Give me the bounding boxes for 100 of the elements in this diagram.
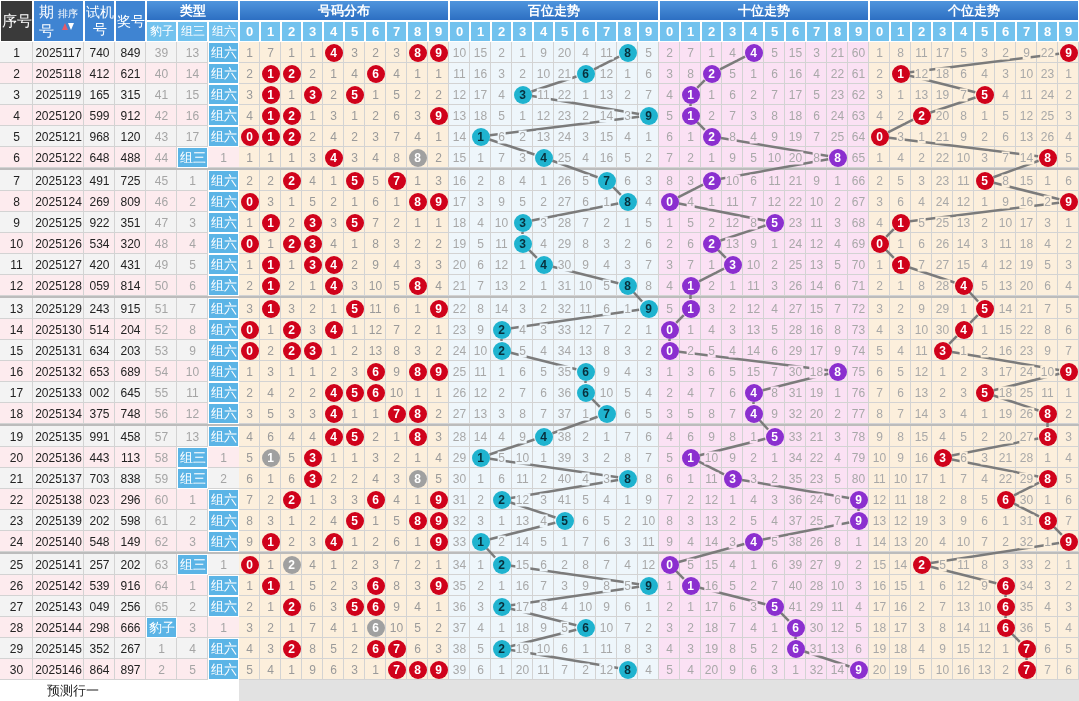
miss-count: 11	[473, 365, 488, 378]
test-number: 548	[88, 535, 111, 548]
miss-count: 3	[581, 451, 590, 464]
column-header: 7	[596, 21, 617, 42]
miss-count: 9	[392, 600, 401, 613]
miss-count: 4	[917, 195, 926, 208]
miss-count: 3	[665, 258, 674, 271]
miss-count: 6	[896, 386, 905, 399]
miss-count: 1	[308, 279, 317, 292]
miss-count: 5	[980, 279, 989, 292]
miss-count: 3	[980, 237, 989, 250]
miss-count: 2	[980, 430, 989, 443]
miss-count: 5	[392, 279, 401, 292]
miss-count: 1	[581, 642, 590, 655]
miss-count: 1	[350, 323, 359, 336]
miss-count: 1	[791, 663, 800, 676]
miss-count: 3	[413, 258, 422, 271]
type-tag: 组三	[177, 468, 208, 489]
miss-count: 7	[1001, 151, 1010, 164]
miss-count: 2	[518, 130, 527, 143]
miss-count: 8	[959, 493, 968, 506]
miss-count: 1	[623, 302, 632, 315]
miss-count: 6	[602, 535, 611, 548]
miss-count: 7	[308, 621, 317, 634]
miss-count: 4	[560, 600, 569, 613]
miss-count: 3	[623, 258, 632, 271]
miss-count: 3	[413, 109, 422, 122]
miss-count: 8	[308, 642, 317, 655]
trend-line	[909, 201, 1060, 223]
miss-count: 6	[749, 663, 758, 676]
miss-count: 9	[539, 46, 548, 59]
type-tag: 组六	[208, 84, 239, 105]
column-header: 5	[554, 21, 575, 42]
miss-count: 5	[770, 323, 779, 336]
miss-count: 3	[644, 642, 653, 655]
miss-count: 4	[413, 130, 422, 143]
miss-count: 2	[875, 174, 884, 187]
miss-count: 6	[1064, 174, 1073, 187]
row-number: 2	[12, 67, 21, 80]
miss-count: 1	[350, 451, 359, 464]
miss-count: 2	[413, 323, 422, 336]
miss-count: 1	[434, 67, 443, 80]
type-tag: 组六	[208, 191, 239, 212]
miss-count: 3	[875, 88, 884, 101]
test-number: 534	[88, 237, 111, 250]
miss-count: 5	[749, 642, 758, 655]
miss-count: 3	[875, 302, 884, 315]
column-header: 8	[617, 21, 638, 42]
draw-number: 916	[119, 579, 142, 592]
miss-count: 3	[665, 407, 674, 420]
column-header: 5	[974, 21, 995, 42]
column-header: 8	[407, 21, 428, 42]
miss-count: 6	[833, 279, 842, 292]
column-header: 7	[386, 21, 407, 42]
miss-count: 4	[833, 451, 842, 464]
miss-count: 8	[581, 558, 590, 571]
miss-count: 2	[896, 302, 905, 315]
miss-count: 1	[476, 558, 485, 571]
type-tag: 组六	[208, 63, 239, 84]
column-header: 4	[533, 21, 554, 42]
miss-count: 2	[245, 600, 254, 613]
type-tag: 组六	[208, 382, 239, 403]
miss-count: 1	[245, 365, 254, 378]
miss-count: 2	[1064, 407, 1073, 420]
miss-count: 7	[728, 109, 737, 122]
miss-count: 1	[287, 365, 296, 378]
row-number: 3	[12, 88, 21, 101]
miss-count: 6	[266, 430, 275, 443]
miss-count: 4	[1064, 130, 1073, 143]
miss-count: 2	[308, 130, 317, 143]
miss-count: 7	[917, 258, 926, 271]
miss-count: 5	[1064, 472, 1073, 485]
miss-count: 5	[560, 621, 569, 634]
column-header: 7	[806, 21, 827, 42]
miss-count: 6	[560, 642, 569, 655]
miss-count: 3	[350, 493, 359, 506]
type-tag: 豹子	[146, 617, 177, 638]
miss-count: 2	[434, 151, 443, 164]
miss-count: 6	[665, 472, 674, 485]
miss-count: 2	[245, 174, 254, 187]
miss-count: 2	[980, 130, 989, 143]
miss-count: 2	[1043, 558, 1052, 571]
miss-count: 1	[959, 344, 968, 357]
column-header: 8	[827, 21, 848, 42]
miss-count: 1	[350, 195, 359, 208]
column-header: 0	[659, 21, 680, 42]
column-header: 2	[281, 21, 302, 42]
trend-line	[678, 202, 766, 222]
miss-count: 4	[980, 472, 989, 485]
miss-count: 7	[560, 663, 569, 676]
miss-count: 6	[392, 109, 401, 122]
trend-line	[1025, 658, 1028, 660]
miss-count: 2	[413, 237, 422, 250]
miss-count: 7	[539, 579, 548, 592]
miss-count: 3	[392, 237, 401, 250]
issue-number: 2025124	[34, 195, 83, 208]
miss-count: 1	[371, 407, 380, 420]
miss-count: 4	[665, 279, 674, 292]
miss-count: 3	[812, 46, 821, 59]
miss-count: 7	[1043, 663, 1052, 676]
